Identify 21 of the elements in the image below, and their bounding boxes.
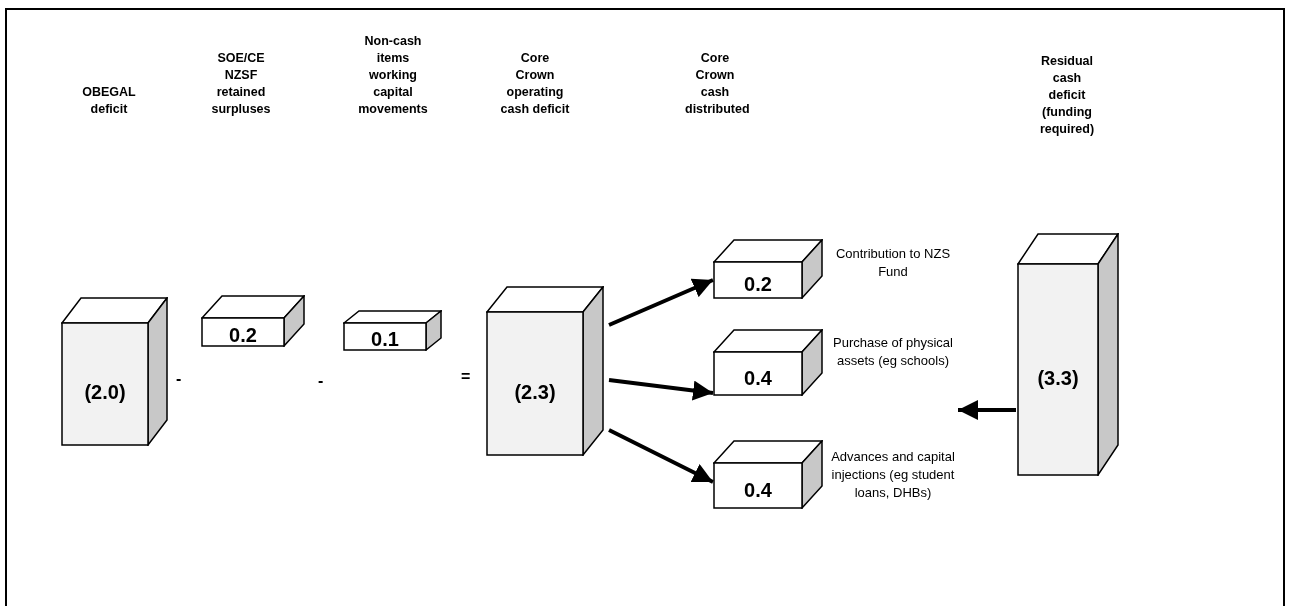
- arrow: [958, 400, 1016, 420]
- description-text: Advances and capital injections (eg student loans, DHBs): [830, 448, 956, 502]
- description-text: Purchase of physical assets (eg schools): [832, 334, 954, 370]
- column-heading: Non-cash items working capital movements: [357, 33, 429, 118]
- column-heading: Core Crown operating cash deficit: [500, 50, 570, 118]
- value-text: (2.3): [513, 380, 557, 404]
- arrow: [608, 378, 714, 401]
- description-text: Contribution to NZS Fund: [834, 245, 952, 281]
- value-text: (3.3): [1036, 366, 1080, 390]
- value-text: 0.4: [743, 366, 773, 390]
- value-text: 0.2: [743, 272, 773, 296]
- column-heading: Residual cash deficit (funding required): [1038, 53, 1096, 138]
- operator-sign: =: [461, 368, 471, 386]
- column-heading: OBEGAL deficit: [81, 84, 137, 118]
- value-text: 0.2: [228, 323, 258, 347]
- value-text: 0.4: [743, 479, 773, 502]
- operator-sign: -: [176, 370, 182, 388]
- column-heading: SOE/CE NZSF retained surpluses: [210, 50, 272, 118]
- operator-sign: -: [318, 372, 324, 390]
- value-text: 0.1: [370, 328, 400, 352]
- value-text: (2.0): [83, 381, 127, 404]
